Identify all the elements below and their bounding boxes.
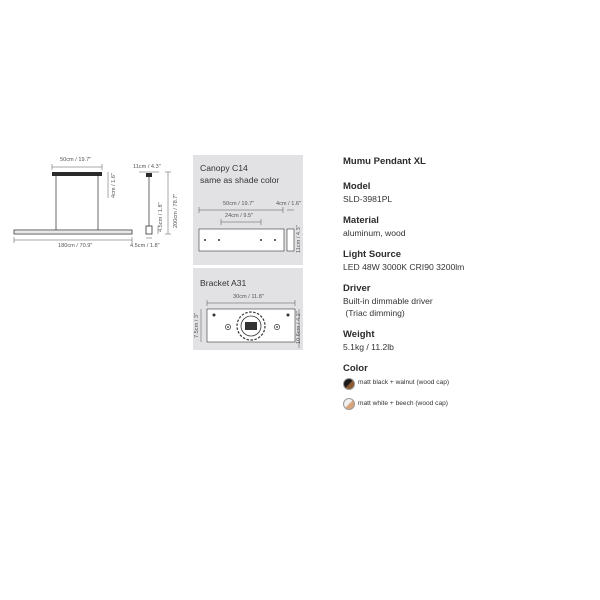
canopy-width-dim: 50cm / 19.7" — [60, 157, 92, 163]
side-height-dim: 4.5cm / 1.8" — [158, 202, 164, 232]
bracket-drawing-svg — [200, 300, 300, 348]
pendant-drawing-svg — [13, 164, 171, 243]
canopy-subtitle: same as shade color — [200, 175, 280, 185]
bracket-left-height-label: 7.5cm / 3" — [194, 313, 200, 338]
bracket-title: Bracket A31 — [200, 278, 247, 288]
material-label: Material — [343, 215, 379, 226]
side-depth-dim: 4.5cm / 1.8" — [130, 243, 160, 249]
model-label: Model — [343, 181, 371, 192]
canopy-drawing-svg — [198, 207, 295, 252]
driver-label: Driver — [343, 283, 371, 294]
product-title: Mumu Pendant XL — [343, 156, 426, 167]
bracket-width-label: 30cm / 11.8" — [233, 294, 264, 300]
model-value: SLD-3981PL — [343, 194, 393, 204]
white-beech-swatch — [343, 398, 355, 410]
canopy-panel: Canopy C14 same as shade color 50cm / 19… — [193, 155, 303, 265]
driver-value-line2: (Triac dimming) — [343, 308, 405, 318]
light-source-label: Light Source — [343, 249, 402, 260]
white-beech-label: matt white + beech (wood cap) — [358, 400, 448, 407]
color-label: Color — [343, 363, 368, 374]
canopy-width-label: 50cm / 19.7" — [223, 201, 255, 207]
black-walnut-swatch — [343, 378, 355, 390]
canopy-title: Canopy C14 — [200, 163, 248, 173]
dimension-drawing: 50cm / 19.7" 4cm / 1.6" 11cm / 4.3" 4.5c… — [0, 0, 190, 260]
fixture-height-dim: 4cm / 1.6" — [111, 173, 117, 198]
canopy-height-label: 11cm / 4.3" — [296, 225, 302, 253]
canopy-depth-label: 4cm / 1.6" — [276, 201, 301, 207]
driver-value-line1: Built-in dimmable driver — [343, 296, 433, 306]
light-source-value: LED 48W 3000K CRI90 3200lm — [343, 262, 465, 272]
canopy-hole-spacing-label: 24cm / 9.5" — [225, 213, 254, 219]
material-value: aluminum, wood — [343, 228, 406, 238]
weight-value: 5.1kg / 11.2lb — [343, 342, 394, 352]
weight-label: Weight — [343, 329, 375, 340]
cable-length-dim: 200cm / 78.7" — [173, 193, 179, 228]
bracket-right-height-label: 10.6cm / 4.2" — [296, 311, 302, 344]
side-width-dim: 11cm / 4.3" — [133, 164, 161, 170]
bracket-panel: Bracket A31 30cm / 11.8" 7.5cm / 3" 10.6… — [193, 268, 303, 350]
length-dim: 180cm / 70.9" — [58, 243, 93, 249]
black-walnut-label: matt black + walnut (wood cap) — [358, 379, 450, 386]
